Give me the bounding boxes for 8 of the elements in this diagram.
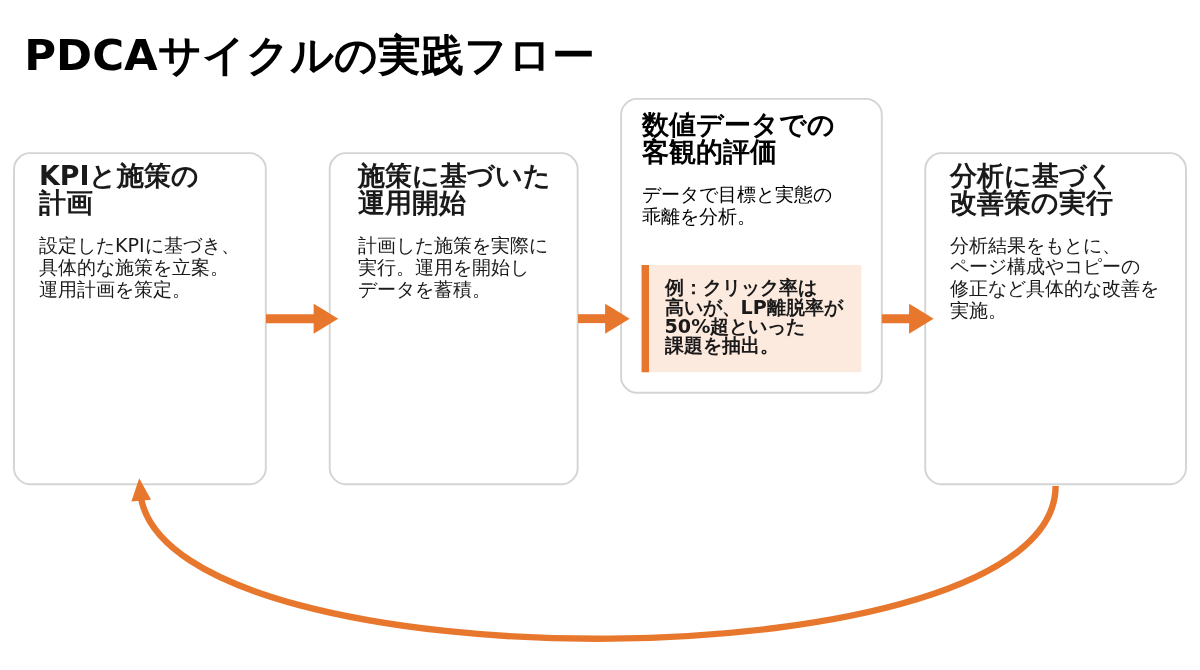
diagram-title: PDCAサイクルの実践フロー (24, 29, 595, 80)
arrow (881, 303, 934, 334)
node-box: 分析に基づく改善策の実行 分析結果をもとに、ページ構成やコピーの修正など具体的な改善を実施。 (924, 152, 1187, 486)
arrow (578, 303, 630, 334)
node-box: 施策に基づいた運用開始 計画した施策を実際に実行。運用を開始しデータを蓄積。 (328, 152, 579, 486)
arrow (266, 303, 339, 334)
node-box: KPIと施策の計画 設定したKPIに基づき、具体的な施策を立案。運用計画を策定。 (13, 152, 267, 486)
arrow (131, 478, 1059, 642)
